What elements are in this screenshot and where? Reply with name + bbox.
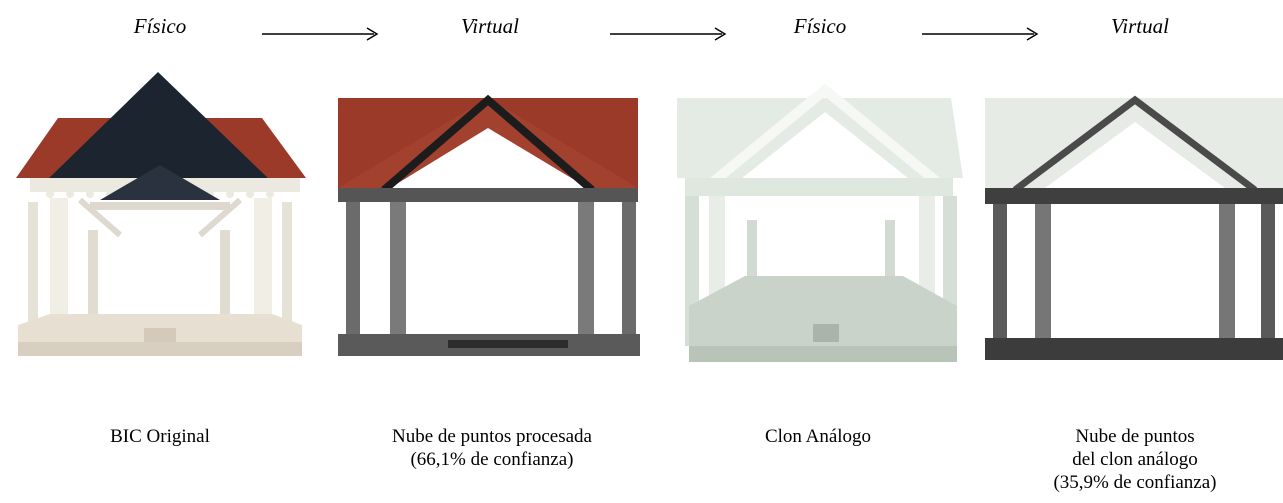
caption-point-cloud: Nube de puntos procesada (66,1% de confi… — [362, 425, 622, 471]
caption-line: (66,1% de confianza) — [410, 449, 574, 470]
caption-line: Nube de puntos procesada — [392, 426, 592, 447]
caption-clone-point-cloud: Nube de puntos del clon análogo (35,9% d… — [1005, 425, 1265, 494]
original-gazebo-image — [10, 70, 310, 380]
arrow-3 — [922, 27, 1040, 41]
caption-line: del clon análogo — [1072, 449, 1198, 470]
stage-label-3: Físico — [793, 14, 847, 38]
arrow-2 — [610, 27, 728, 41]
analog-clone-image — [675, 70, 967, 380]
caption-line: BIC Original — [110, 426, 210, 447]
arrow-1 — [262, 27, 380, 41]
stage-label-2: Virtual — [461, 14, 519, 38]
caption-line: Nube de puntos — [1075, 426, 1195, 447]
clone-point-cloud-image — [985, 70, 1283, 370]
point-cloud-image — [338, 70, 646, 370]
caption-line: Clon Análogo — [764, 426, 872, 447]
stage-label-1: Físico — [133, 14, 187, 38]
stage-label-4: Virtual — [1111, 14, 1169, 38]
caption-clone: Clon Análogo — [688, 425, 948, 448]
caption-original: BIC Original — [30, 425, 290, 448]
caption-line: (35,9% de confianza) — [1053, 472, 1217, 493]
